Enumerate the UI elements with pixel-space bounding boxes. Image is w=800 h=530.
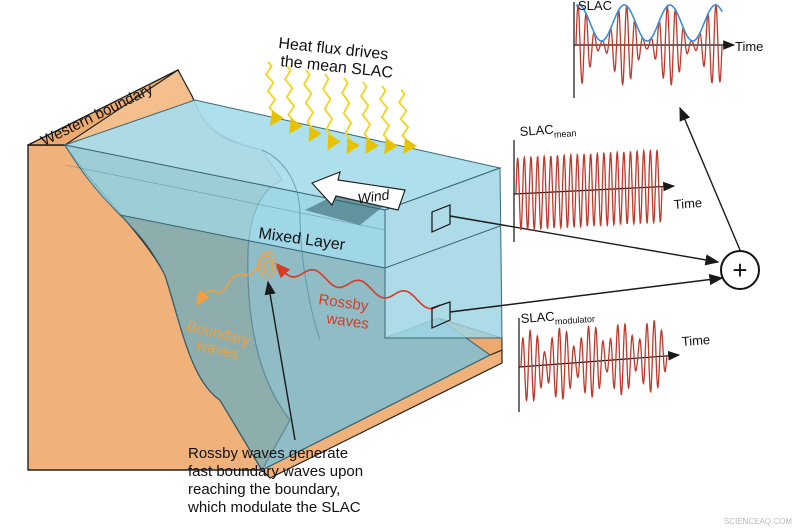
inset-mean-ylabel: SLACmean bbox=[519, 120, 577, 142]
inset-mod-ylabel: SLACmodulator bbox=[520, 306, 595, 329]
heat-flux-arrow bbox=[360, 81, 379, 155]
sum-node bbox=[720, 250, 760, 290]
connector-lower-to-sum bbox=[449, 274, 724, 313]
water-deep-front bbox=[118, 214, 491, 471]
inset-top-ylabel: SLAC bbox=[578, 0, 612, 13]
water-mixed-layer-top-line bbox=[64, 164, 386, 231]
inset-signal bbox=[515, 148, 663, 232]
connector-upper-to-sum bbox=[449, 215, 720, 266]
inset-mod-ylabel-sub: modulator bbox=[555, 314, 596, 327]
heat-flux-arrow bbox=[322, 73, 341, 151]
heat-flux-arrow bbox=[264, 61, 285, 126]
heat-flux-arrows bbox=[264, 61, 418, 155]
water-right-mixed-line bbox=[384, 225, 501, 269]
heat-flux-arrow bbox=[378, 85, 398, 155]
inset-slac-total bbox=[573, 2, 736, 98]
slope-curve bbox=[261, 149, 321, 341]
inset-signal bbox=[520, 319, 668, 403]
heat-flux-arrow bbox=[397, 89, 418, 154]
inset-mean-ylabel-sub: mean bbox=[554, 128, 577, 140]
rossby-wave-line bbox=[274, 262, 441, 310]
inset-mod-xlabel: Time bbox=[681, 332, 710, 349]
inset-slac-modulator bbox=[518, 318, 681, 412]
sample-box-upper bbox=[431, 204, 451, 233]
wind-label: Wind bbox=[357, 186, 392, 206]
inset-mod-ylabel-main: SLAC bbox=[520, 309, 555, 326]
plus-symbol: + bbox=[732, 255, 747, 285]
inset-top-xlabel: Time bbox=[735, 39, 763, 54]
watermark: SCIENCEAQ.COM bbox=[724, 517, 792, 526]
inset-mean-xlabel: Time bbox=[673, 195, 702, 212]
caption-line2: fast boundary waves upon bbox=[188, 463, 363, 480]
heat-flux-arrow bbox=[341, 77, 360, 155]
water-right-face bbox=[384, 167, 503, 339]
caption-line4: which modulate the SLAC bbox=[187, 499, 361, 516]
caption-pointer bbox=[264, 280, 296, 441]
rossby-label-line1: Rossby bbox=[317, 291, 369, 315]
inset-slac-mean bbox=[513, 140, 676, 242]
sample-box-lower bbox=[431, 301, 451, 329]
caption-line3: reaching the boundary, bbox=[188, 481, 340, 498]
boundary-wave-line bbox=[195, 265, 259, 307]
wind-arrow bbox=[310, 171, 406, 211]
inset-x-axis bbox=[513, 181, 676, 195]
rossby-label-line2: waves bbox=[324, 310, 369, 333]
connector-sum-to-top bbox=[679, 106, 741, 251]
caption-line1: Rossby waves generate bbox=[188, 445, 348, 462]
wave-origin-ripples bbox=[257, 251, 277, 279]
inset-mean-ylabel-main: SLAC bbox=[519, 122, 554, 139]
heat-flux-arrow bbox=[303, 69, 322, 143]
inset-envelope bbox=[575, 4, 723, 42]
heat-flux-arrow bbox=[283, 65, 303, 135]
inset-signal bbox=[575, 2, 723, 87]
